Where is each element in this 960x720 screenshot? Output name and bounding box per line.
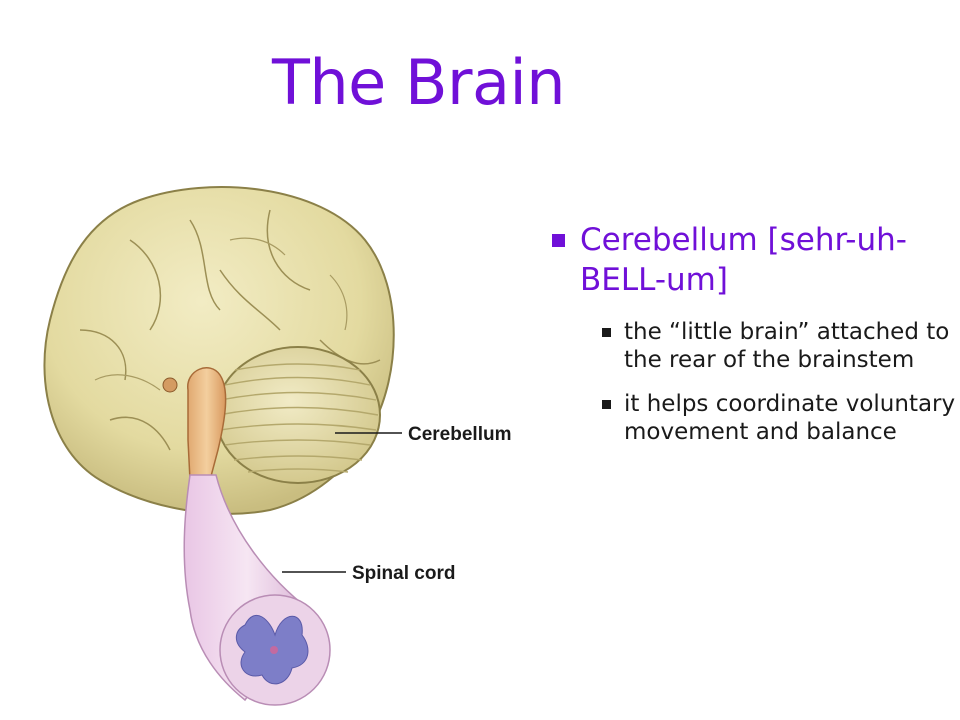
cerebellum-shape	[215, 346, 381, 484]
brain-illustration: Cerebellum Spinal cord	[20, 180, 520, 720]
sub-bullet-list: the “little brain” attached to the rear …	[580, 318, 958, 446]
square-bullet-icon	[602, 400, 611, 409]
sub-bullet-item: the “little brain” attached to the rear …	[580, 318, 958, 374]
sub-bullet-item: it helps coordinate voluntary movement a…	[580, 390, 958, 446]
brain-cerebellum-icon: Cerebellum Spinal cord	[43, 186, 511, 706]
square-bullet-icon	[602, 328, 611, 337]
page-title: The Brain	[272, 46, 566, 119]
brainstem-shape	[162, 367, 227, 481]
sub-bullet-text: the “little brain” attached to the rear …	[624, 319, 950, 373]
spinal-cord-shape	[183, 474, 331, 706]
bullet-item-cerebellum: Cerebellum [sehr-uh-BELL-um] the “little…	[548, 220, 958, 446]
sub-bullet-text: it helps coordinate voluntary movement a…	[624, 391, 956, 445]
bullet-list: Cerebellum [sehr-uh-BELL-um] the “little…	[548, 220, 958, 462]
spinal-cord-label: Spinal cord	[352, 563, 455, 584]
cerebellum-label: Cerebellum	[408, 424, 511, 445]
square-bullet-icon	[552, 234, 565, 247]
bullet-text: Cerebellum [sehr-uh-BELL-um]	[580, 222, 907, 298]
